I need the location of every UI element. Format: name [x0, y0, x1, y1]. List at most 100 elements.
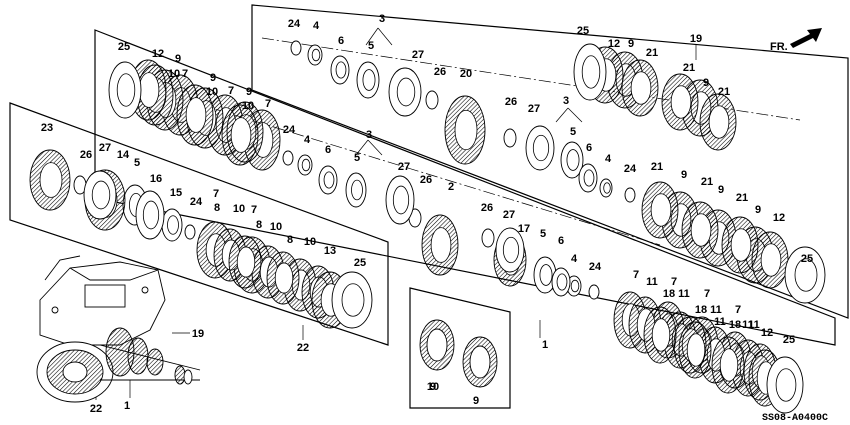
part-label: 8	[256, 219, 262, 231]
part-label: 25	[118, 41, 130, 53]
part-label: 5	[354, 152, 360, 164]
part-bore	[396, 77, 416, 107]
part-label: 11	[714, 316, 726, 328]
part-label: 4	[605, 153, 612, 165]
part-oring	[481, 228, 495, 248]
transmission-assembly	[36, 255, 201, 403]
part-bore	[430, 227, 452, 263]
part-bore	[566, 149, 580, 171]
part-label: 18	[729, 319, 741, 331]
panel-top	[251, 4, 849, 319]
part-bore	[351, 179, 363, 201]
part-ring	[318, 165, 338, 195]
part-ring	[560, 141, 584, 179]
part-label: 27	[503, 209, 515, 221]
part-label: 10	[270, 221, 282, 233]
part-label: 21	[651, 161, 663, 173]
front-direction-indicator: FR.	[770, 28, 822, 53]
part-label: 21	[646, 47, 658, 59]
part-bore	[651, 318, 671, 352]
part-label: 14	[117, 149, 130, 161]
part-label: 24	[624, 163, 637, 175]
part-outline	[282, 150, 294, 166]
part-label: 12	[761, 327, 773, 339]
shaft-axis-top	[261, 37, 801, 121]
part-label: 9	[430, 381, 436, 393]
part-bore	[91, 180, 111, 210]
part-label: 27	[99, 142, 111, 154]
part-bore	[570, 279, 580, 293]
part-label: 24	[589, 261, 602, 273]
part-bore	[138, 72, 160, 108]
part-plate	[751, 231, 789, 289]
part-bore	[719, 348, 739, 382]
part-label: 17	[518, 223, 530, 235]
part-snapring	[573, 43, 607, 101]
panel-middle	[94, 29, 836, 346]
part-clip	[184, 224, 196, 240]
part-hub	[29, 149, 71, 211]
part-clip	[588, 284, 600, 300]
part-label: 9	[718, 184, 724, 196]
part-label: 9	[473, 395, 479, 407]
part-label: 11	[710, 304, 722, 316]
shaft-axis-middle	[119, 79, 661, 246]
part-label: 24	[283, 124, 296, 136]
part-snapring	[108, 61, 142, 119]
part-label: 24	[288, 18, 301, 30]
part-ring	[345, 172, 367, 208]
part-label: 23	[41, 122, 53, 134]
part-label: 9	[703, 77, 709, 89]
part-bore	[686, 333, 706, 367]
panel-friction-discs	[409, 287, 511, 409]
part-bore	[392, 185, 410, 215]
part-clip	[282, 150, 294, 166]
part-ring	[578, 163, 598, 193]
part-oring	[503, 128, 517, 148]
direction-label: FR.	[770, 41, 788, 53]
part-bore	[650, 193, 672, 227]
part-bore	[230, 117, 252, 153]
part-ring	[533, 256, 557, 294]
part-label: 21	[701, 176, 713, 188]
part-ring	[551, 267, 571, 297]
part-label: 12	[152, 48, 164, 60]
part-bore	[167, 215, 179, 235]
part-outline	[481, 228, 495, 248]
part-label: 1	[124, 400, 130, 412]
part-label: 10	[242, 100, 254, 112]
labels-layer: 1123334444555556666777777777888999999999…	[41, 13, 813, 415]
part-bore	[583, 169, 595, 187]
part-label: 6	[558, 235, 564, 247]
part-label: 6	[325, 144, 331, 156]
part-label: 7	[228, 85, 234, 97]
part-disc	[621, 59, 659, 117]
part-disc	[221, 104, 259, 166]
part-label: 7	[671, 276, 677, 288]
part-label: 7	[213, 188, 219, 200]
part-label: 16	[150, 173, 162, 185]
part-ring	[566, 275, 582, 297]
part-bore	[311, 48, 321, 62]
part-label: 21	[683, 62, 695, 74]
part-label: 22	[297, 342, 309, 354]
part-bore	[556, 273, 568, 291]
part-bore	[539, 264, 553, 286]
part-ring	[83, 170, 117, 220]
part-label: 10	[233, 203, 245, 215]
part-ring	[495, 227, 525, 273]
part-label: 7	[251, 204, 257, 216]
part-label: 7	[633, 269, 639, 281]
part-clip	[290, 40, 302, 56]
part-label: 21	[718, 86, 730, 98]
part-label: 21	[736, 192, 748, 204]
part-outline	[290, 40, 302, 56]
part-label: 12	[608, 38, 620, 50]
part-label: 5	[368, 40, 374, 52]
direction-arrow-icon	[790, 28, 822, 48]
part-label: 6	[586, 142, 592, 154]
part-disc	[699, 93, 737, 151]
part-label: 3	[563, 95, 569, 107]
part-hub	[444, 95, 486, 165]
